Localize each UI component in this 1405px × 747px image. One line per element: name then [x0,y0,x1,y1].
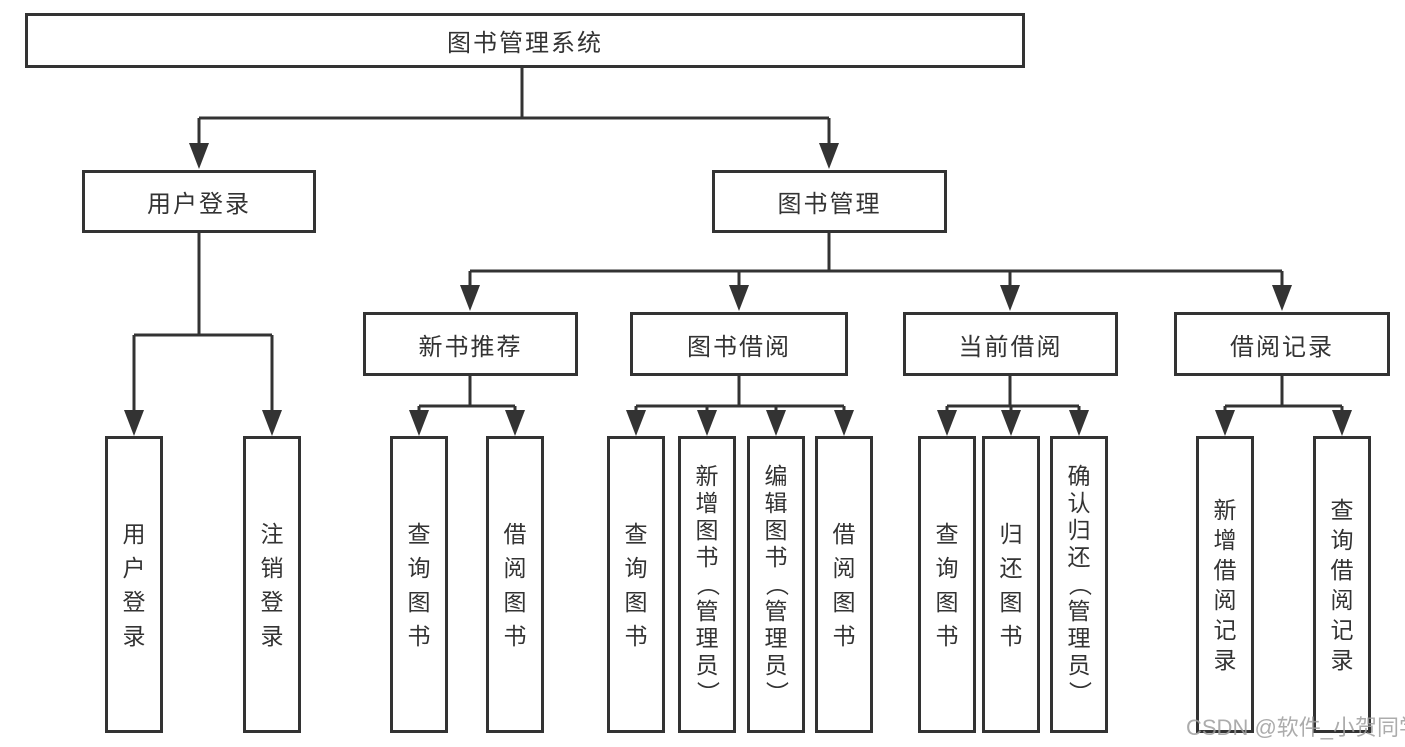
node-leaf-query-books-2: 查询图书 [607,436,665,733]
arrow-icon [697,410,717,436]
node-book-management: 图书管理 [712,170,947,233]
node-leaf-query-books-3-label: 查询图书 [935,520,959,649]
connector-new-books-children [417,376,517,413]
arrow-icon [1069,410,1089,436]
node-user-login-label: 用户登录 [147,191,251,218]
node-leaf-confirm-return-admin-label: 确认归还（管理员） [1066,463,1093,704]
node-leaf-add-book-admin: 新增图书（管理员） [678,436,736,733]
arrow-icon [1215,410,1235,436]
connector-borrow-children [634,376,846,413]
connector-user-login-children [132,233,274,413]
node-leaf-user-login: 用户登录 [105,436,163,733]
node-leaf-logout-label: 注销登录 [260,520,284,649]
node-new-book-recommend: 新书推荐 [363,312,578,376]
node-leaf-return-book: 归还图书 [982,436,1040,733]
node-leaf-edit-book-admin-label: 编辑图书（管理员） [763,463,790,704]
arrow-icon [505,410,525,436]
arrow-icon [937,410,957,436]
node-leaf-query-books-2-label: 查询图书 [624,520,648,649]
node-leaf-add-borrow-record: 新增借阅记录 [1196,436,1254,733]
node-new-book-recommend-label: 新书推荐 [418,333,523,361]
node-borrow-records-label: 借阅记录 [1230,333,1334,361]
arrow-icon [409,410,429,436]
node-book-borrow-label: 图书借阅 [687,333,791,361]
arrow-icon [626,410,646,436]
node-current-borrow-label: 当前借阅 [958,333,1063,361]
node-leaf-borrow-books-1-label: 借阅图书 [503,520,527,649]
node-leaf-query-borrow-record: 查询借阅记录 [1313,436,1371,733]
node-borrow-records: 借阅记录 [1174,312,1390,376]
arrow-icon [189,143,209,169]
arrow-icon [766,410,786,436]
node-leaf-add-borrow-record-label: 新增借阅记录 [1213,496,1237,673]
node-root-label: 图书管理系统 [447,30,603,57]
node-user-login: 用户登录 [82,170,316,233]
connector-records-children [1223,376,1344,413]
arrow-icon [1001,410,1021,436]
node-leaf-borrow-books-2: 借阅图书 [815,436,873,733]
watermark: CSDN @软件_小贺同学 [1186,715,1405,740]
node-leaf-return-book-label: 归还图书 [999,520,1023,649]
node-leaf-user-login-label: 用户登录 [122,520,146,649]
node-leaf-query-books-1: 查询图书 [390,436,448,733]
arrow-icon [1332,410,1352,436]
arrow-icon [262,410,282,436]
node-leaf-query-borrow-record-label: 查询借阅记录 [1330,496,1354,673]
node-book-borrow: 图书借阅 [630,312,848,376]
node-book-management-label: 图书管理 [777,191,882,218]
arrow-icon [124,410,144,436]
node-leaf-query-books-1-label: 查询图书 [407,520,431,649]
arrow-icon [834,410,854,436]
connector-root-to-level2 [197,68,831,146]
node-leaf-add-book-admin-label: 新增图书（管理员） [694,463,721,704]
node-root: 图书管理系统 [25,13,1025,68]
arrow-icon [1000,285,1020,311]
node-leaf-confirm-return-admin: 确认归还（管理员） [1050,436,1108,733]
arrow-icon [819,143,839,169]
node-leaf-borrow-books-1: 借阅图书 [486,436,544,733]
arrow-icon [1272,285,1292,311]
arrowheads [124,143,1352,436]
connector-book-mgmt-children [468,233,1284,288]
node-current-borrow: 当前借阅 [903,312,1118,376]
node-leaf-edit-book-admin: 编辑图书（管理员） [747,436,805,733]
node-leaf-borrow-books-2-label: 借阅图书 [832,520,856,649]
connector-current-children [945,376,1081,413]
arrow-icon [729,285,749,311]
node-leaf-logout: 注销登录 [243,436,301,733]
node-leaf-query-books-3: 查询图书 [918,436,976,733]
arrow-icon [460,285,480,311]
